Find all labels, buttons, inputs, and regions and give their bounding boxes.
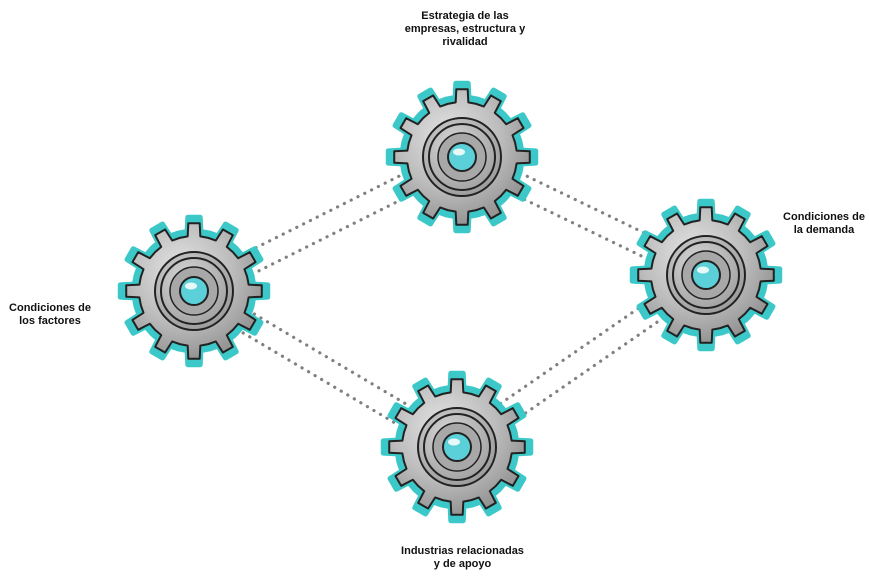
node-label-industrias: Industrias relacionadas y de apoyo	[401, 545, 524, 570]
connector-top-right-2	[502, 187, 656, 264]
connector-lines	[231, 168, 672, 432]
gear-icon-top	[385, 80, 539, 234]
node-label-estrategia: Estrategia de las empresas, estructura y…	[404, 10, 526, 48]
connector-top-right-1	[512, 168, 666, 245]
node-label-demanda: Condiciones de la demanda	[783, 211, 865, 236]
gear-icon-left	[117, 214, 271, 368]
connector-bottom-left-2	[242, 306, 420, 413]
gears-layer	[117, 80, 783, 524]
gear-icon-bottom	[380, 370, 534, 524]
gear-icon-right	[629, 198, 783, 352]
connector-bottom-left-1	[231, 325, 409, 432]
connector-left-top-1	[233, 168, 413, 260]
connector-right-bottom-1	[504, 312, 672, 429]
node-label-factores: Condiciones de los factores	[9, 302, 91, 327]
connector-left-top-2	[243, 188, 423, 280]
connector-right-bottom-2	[491, 293, 659, 410]
